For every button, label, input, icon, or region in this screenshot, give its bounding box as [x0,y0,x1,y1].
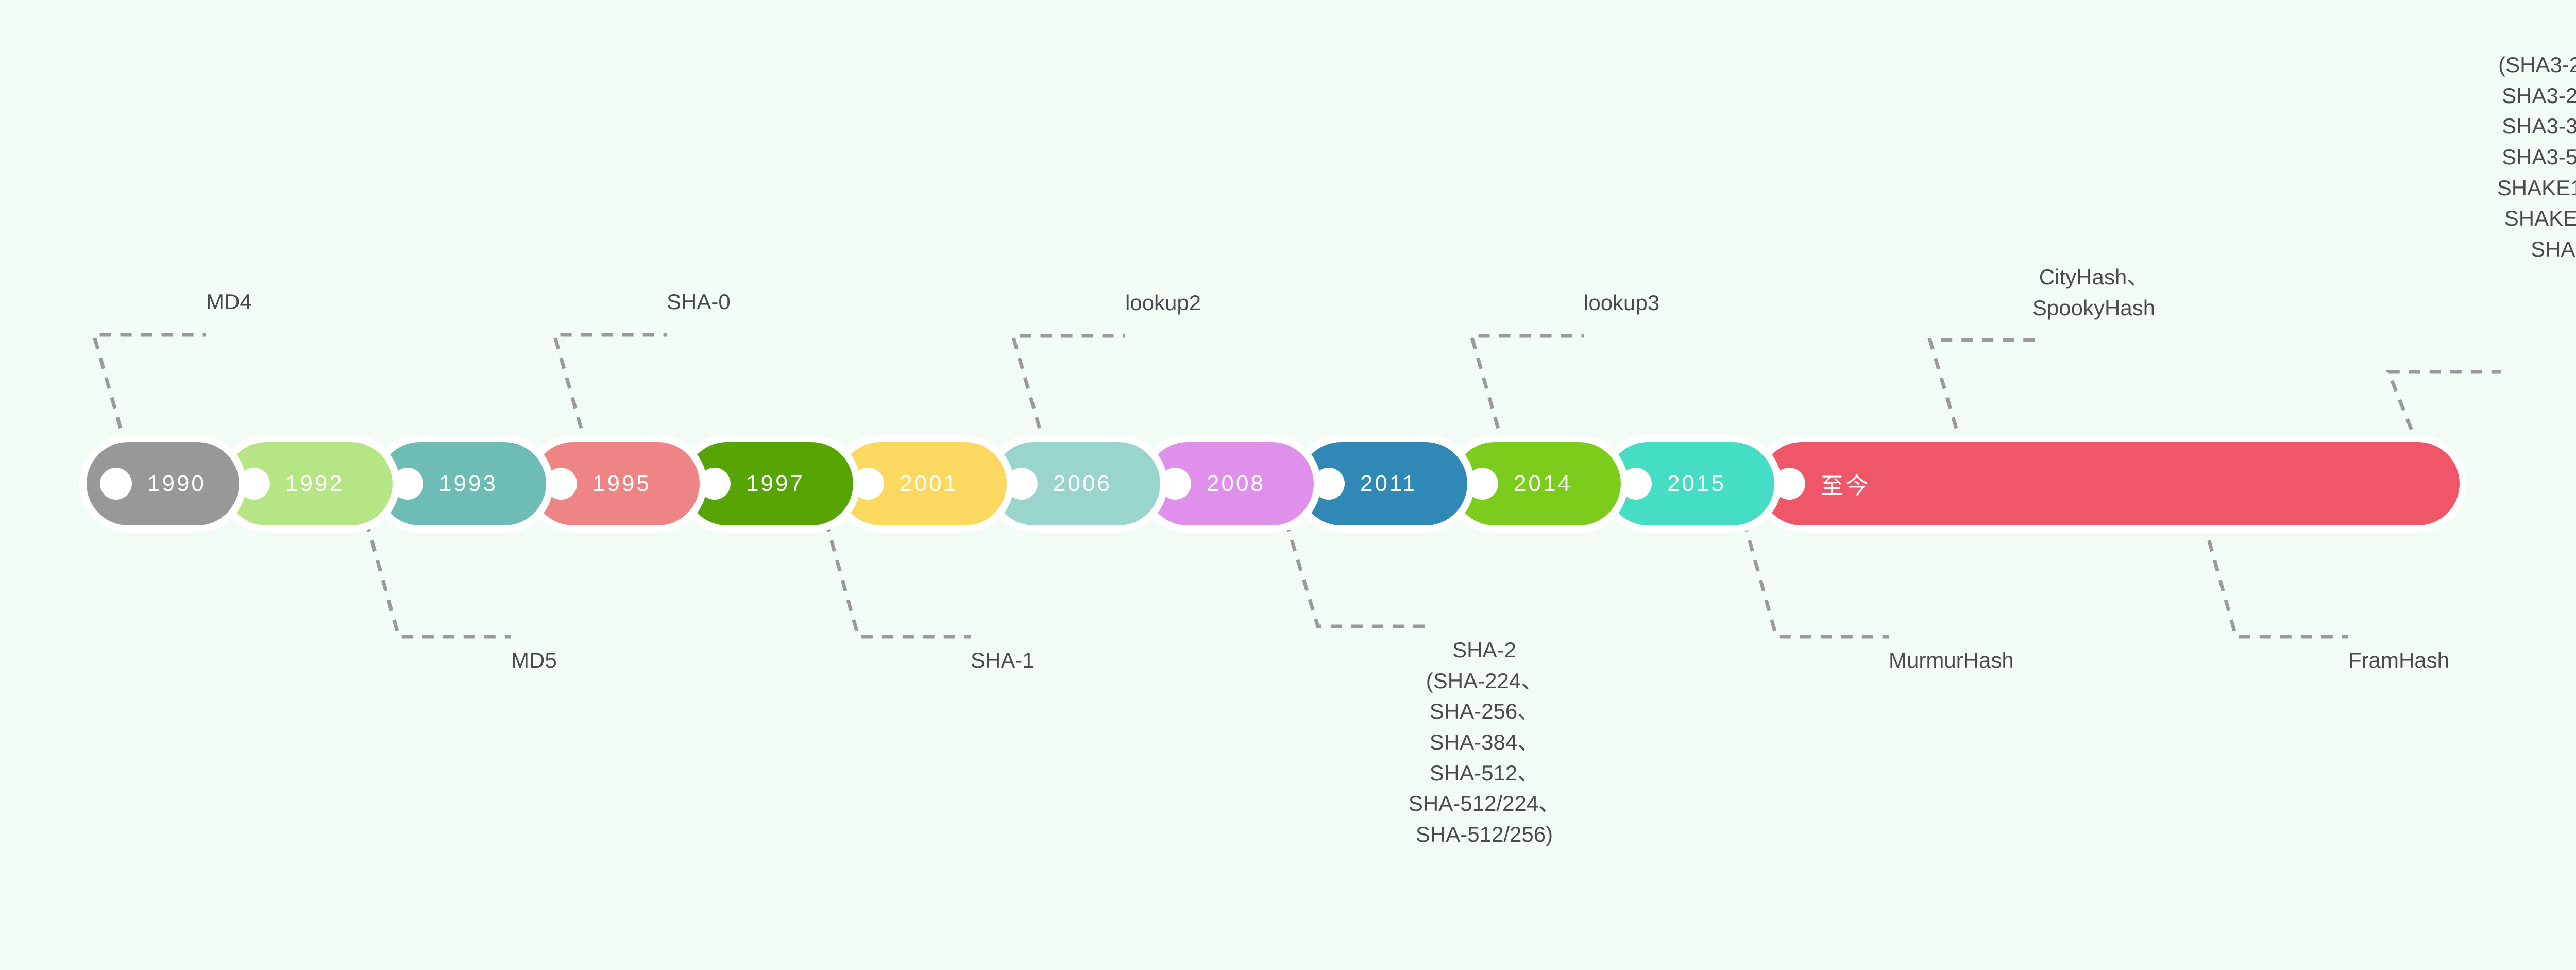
segment-knob-icon [699,468,731,500]
timeline-segment-1993[interactable]: 1993 [378,442,546,525]
segment-knob-icon [238,468,270,500]
segment-year-label: 1990 [147,471,206,496]
segment-knob-icon [1773,468,1805,500]
segment-year-label: 2001 [900,471,958,496]
segment-knob-icon [1159,468,1191,500]
timeline-segment-1992[interactable]: 1992 [225,442,393,525]
segment-year-label: 2015 [1667,471,1726,496]
callout-sha1: SHA-1 [971,648,1035,672]
timeline-segment-2006[interactable]: 2006 [992,442,1160,525]
segment-year-label: 1995 [592,471,651,496]
timeline-segment-2008[interactable]: 2008 [1146,442,1314,525]
timeline-segment-present[interactable]: 至今 [1760,442,2460,525]
callout-md4: MD4 [206,290,252,314]
timeline-segment-2015[interactable]: 2015 [1606,442,1774,525]
callout-lookup3: lookup3 [1584,291,1660,315]
callout-framhash: FramHash [2348,648,2450,672]
callout-cityhash-spookyhash: CityHash、 SpookyHash [2032,265,2156,320]
segment-knob-icon [100,468,132,500]
segment-knob-icon [1620,468,1652,500]
timeline-segment-1997[interactable]: 1997 [685,442,853,525]
callout-sha0: SHA-0 [667,290,731,314]
segment-knob-icon [852,468,884,500]
segment-knob-icon [545,468,577,500]
timeline-segment-2011[interactable]: 2011 [1299,442,1467,525]
timeline-segment-2001[interactable]: 2001 [839,442,1007,525]
callout-md5: MD5 [511,648,557,672]
segment-year-label: 1992 [285,471,344,496]
segment-knob-icon [1006,468,1038,500]
timeline-segment-1995[interactable]: 1995 [532,442,700,525]
segment-year-label: 至今 [1821,473,1870,499]
segment-year-label: 2014 [1514,471,1572,496]
callout-sha3: (SHA3-224、 SHA3-256、 SHA3-384、 SHA3-512、… [2497,53,2576,261]
timeline-segment-1990[interactable]: 1990 [87,442,239,525]
segment-knob-icon [1466,468,1498,500]
segment-year-label: 2008 [1207,471,1265,496]
callout-lookup2: lookup2 [1125,291,1201,315]
segment-year-label: 1993 [439,471,498,496]
segment-year-label: 1997 [746,471,805,496]
timeline-segment-2014[interactable]: 2014 [1453,442,1621,525]
callout-sha2: SHA-2 (SHA-224、 SHA-256、 SHA-384、 SHA-51… [1408,638,1561,846]
timeline-bar: 1990 1992 1993 1995 1997 2001 2006 [87,442,2576,525]
segment-knob-icon [392,468,423,500]
callout-murmurhash: MurmurHash [1889,648,2014,672]
segment-knob-icon [1313,468,1345,500]
segment-year-label: 2011 [1360,471,1417,496]
segment-year-label: 2006 [1053,471,1112,496]
